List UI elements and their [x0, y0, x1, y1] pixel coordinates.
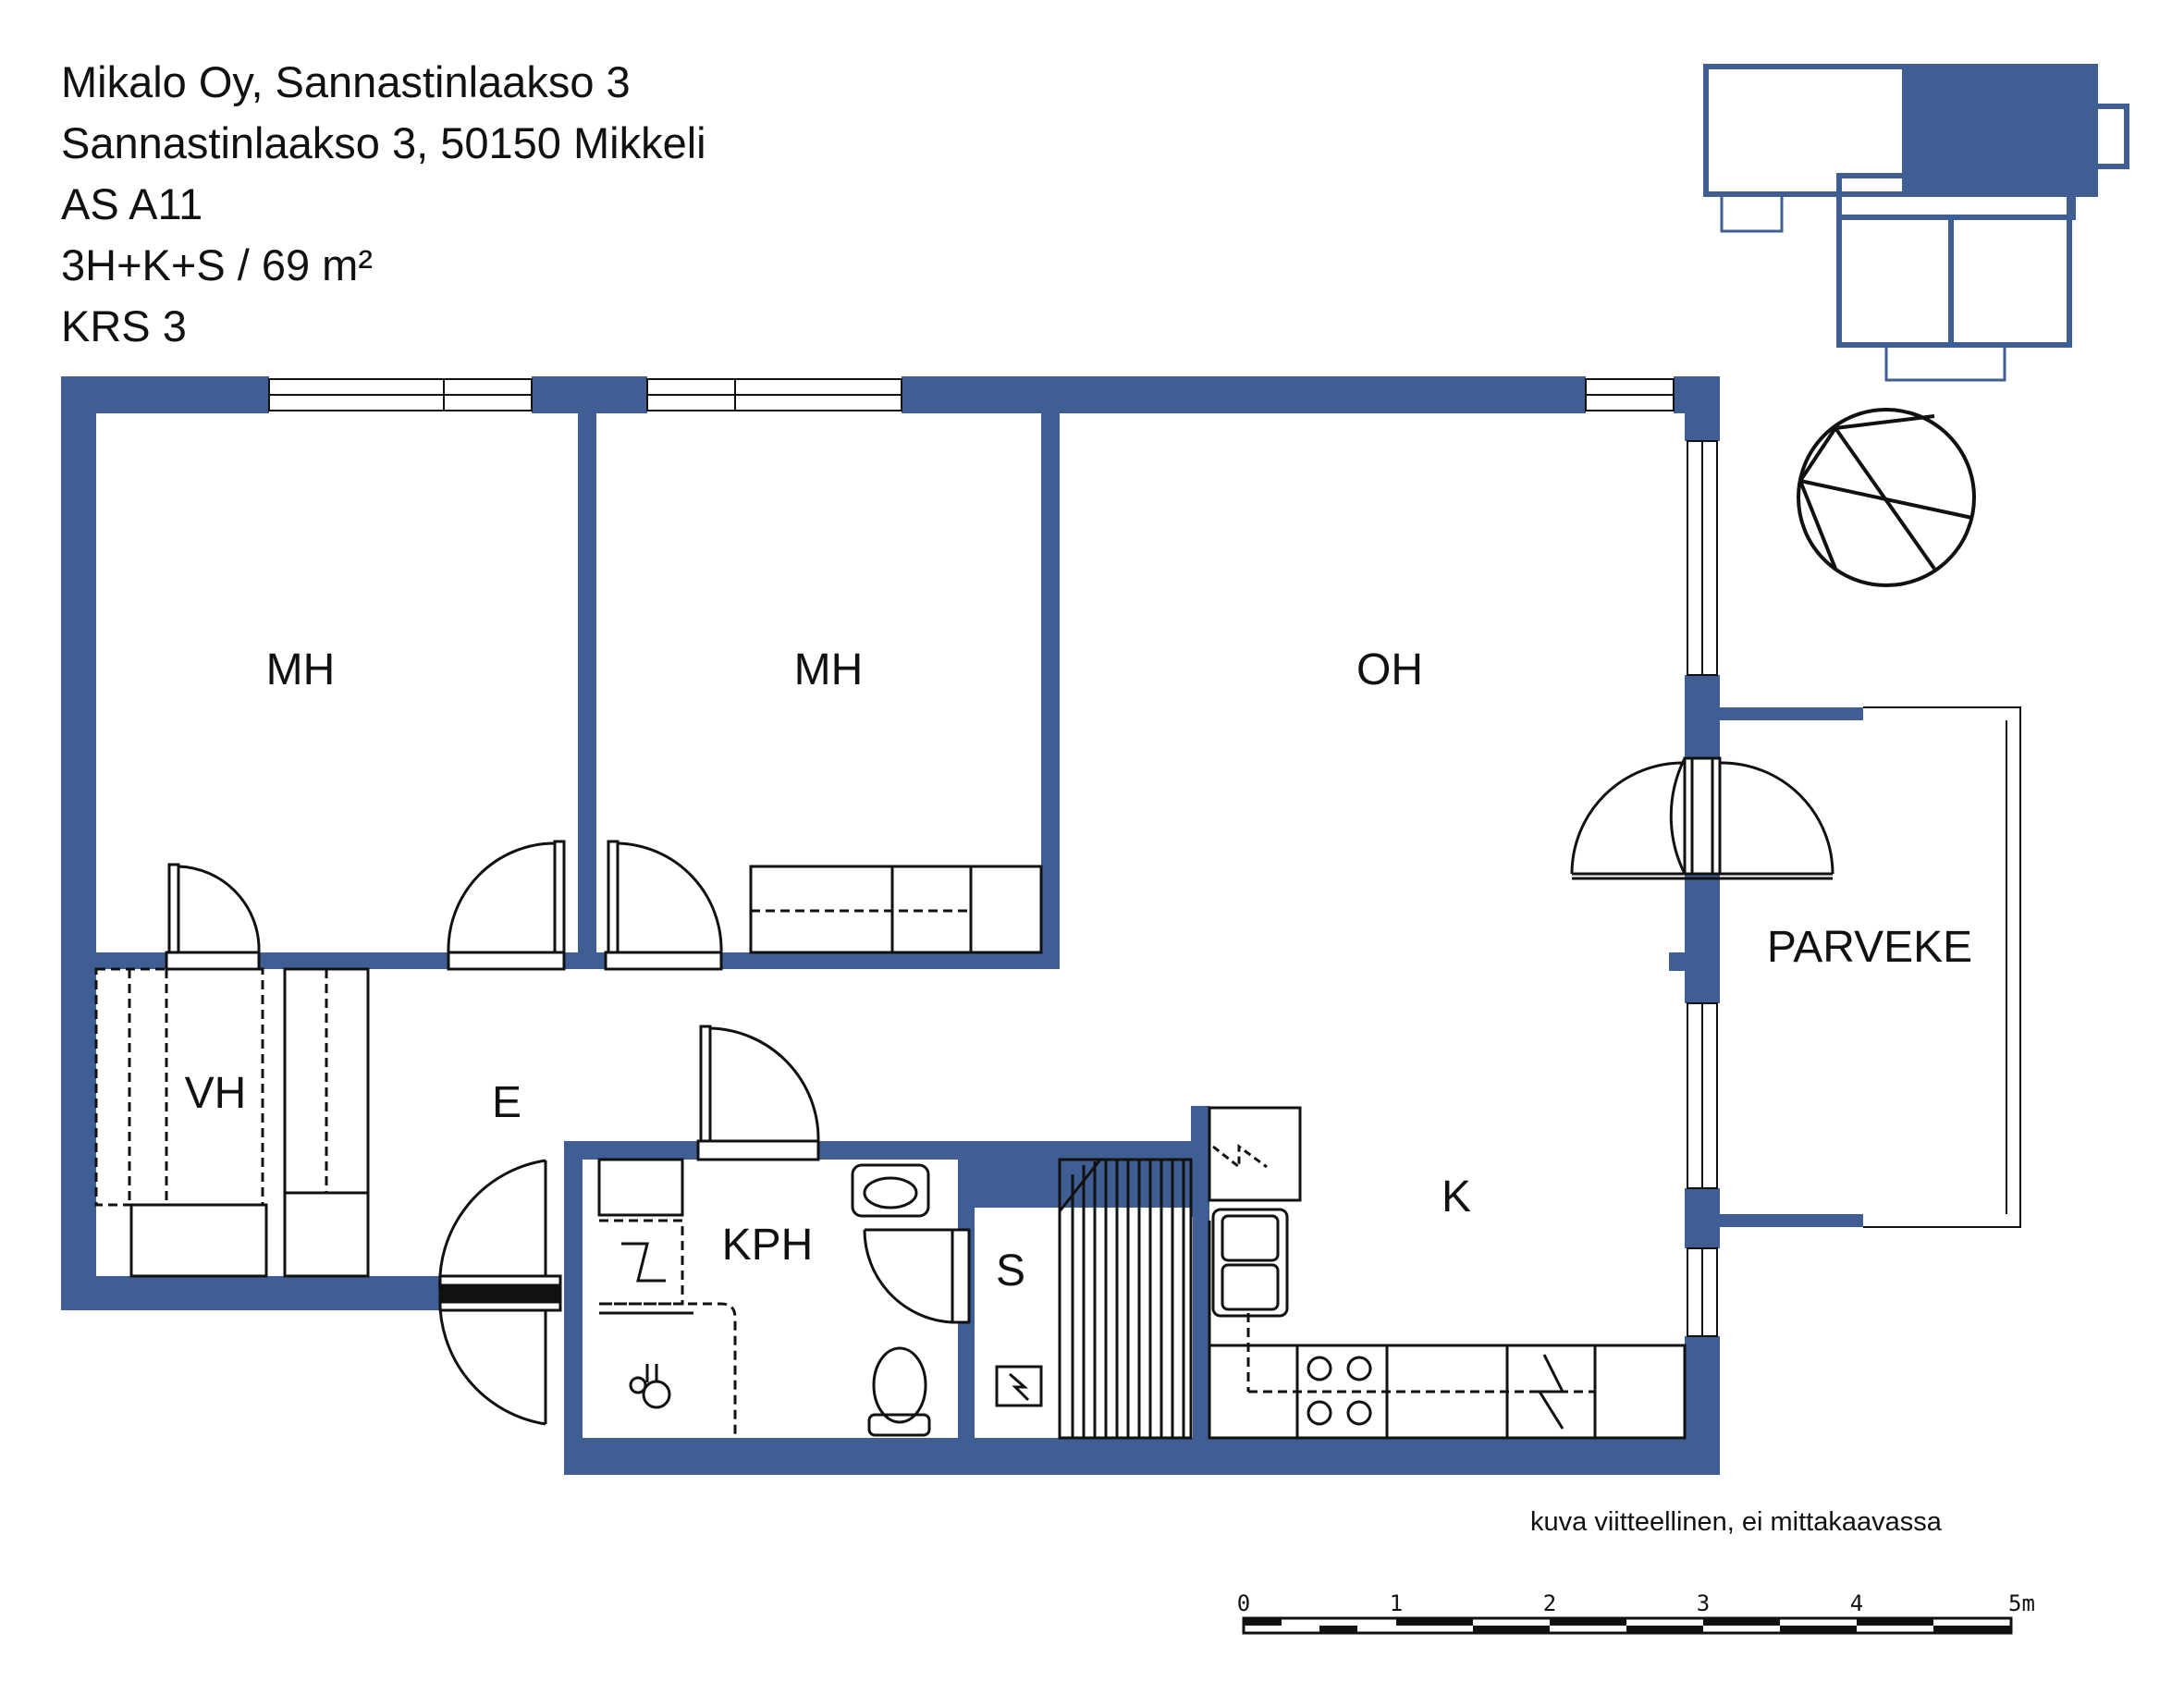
info-address: Sannastinlaakso 3, 50150 Mikkeli	[61, 118, 706, 167]
north-arrow-icon	[1797, 408, 1976, 587]
room-label-s: S	[996, 1246, 1025, 1295]
sauna-slats	[1071, 1160, 1185, 1438]
scale-bar: 0 1 2 3 4 5m	[1237, 1590, 2035, 1635]
key-plan	[1703, 64, 2129, 382]
info-floor: KRS 3	[61, 301, 187, 350]
room-label-mh-1: MH	[266, 645, 336, 694]
walls	[61, 376, 1720, 1475]
disclaimer-note: kuva viitteellinen, ei mittakaavassa	[1530, 1507, 1942, 1537]
info-company: Mikalo Oy, Sannastinlaakso 3	[61, 57, 631, 106]
room-label-mh-2: MH	[794, 645, 864, 694]
scale-tick-3: 3	[1697, 1590, 1710, 1616]
scale-tick-2: 2	[1543, 1590, 1556, 1616]
info-room-type-area: 3H+K+S / 69 m²	[61, 240, 373, 289]
scale-tick-5: 5m	[2008, 1590, 2035, 1616]
windows	[268, 378, 1718, 1337]
room-label-parveke: PARVEKE	[1767, 923, 1972, 972]
room-label-oh: OH	[1356, 645, 1423, 694]
room-label-e: E	[492, 1078, 521, 1127]
doors	[165, 756, 1834, 1426]
info-apartment-number: AS A11	[61, 179, 203, 228]
room-label-kph: KPH	[722, 1221, 814, 1270]
room-label-vh: VH	[185, 1069, 247, 1118]
apartment-info: Mikalo Oy, Sannastinlaakso 3 Sannastinla…	[61, 52, 706, 357]
scale-tick-4: 4	[1850, 1590, 1863, 1616]
room-label-k: K	[1442, 1172, 1471, 1222]
scale-tick-1: 1	[1390, 1590, 1403, 1616]
scale-tick-0: 0	[1237, 1590, 1250, 1616]
balcony	[1720, 706, 2021, 1228]
fixtures	[94, 865, 1687, 1440]
